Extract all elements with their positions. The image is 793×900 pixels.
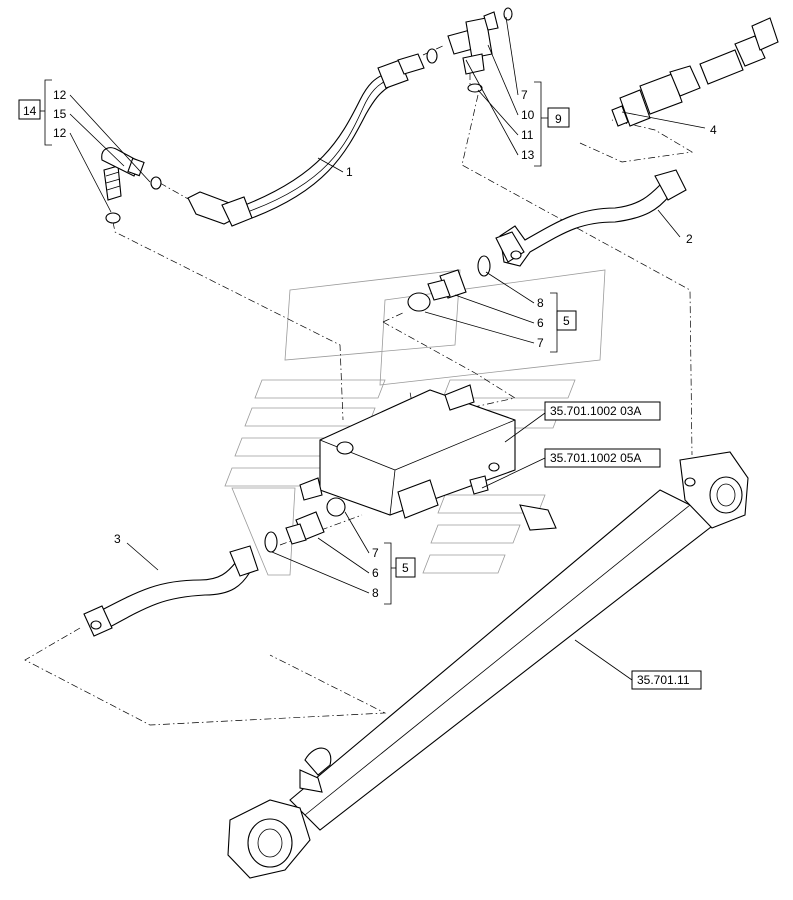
- adapter-group-upper: [407, 255, 491, 312]
- coupler-body: [699, 49, 744, 85]
- callout-11[interactable]: 11: [521, 128, 534, 142]
- callout-7-upper[interactable]: 7: [537, 336, 544, 350]
- callout-7-tee[interactable]: 7: [521, 88, 528, 102]
- callout-12-bottom[interactable]: 12: [53, 126, 67, 140]
- brackets: [40, 79, 560, 605]
- rigid-tube-3: [83, 545, 259, 637]
- hydraulic-cylinder: [227, 451, 749, 879]
- o-ring-upper-7: [407, 292, 431, 312]
- callout-3[interactable]: 3: [114, 532, 121, 546]
- callout-6-lower[interactable]: 6: [372, 566, 379, 580]
- tee-fitting-assembly: [447, 7, 513, 93]
- ref-35-701-11[interactable]: 35.701.11: [637, 673, 690, 687]
- hose-1: [187, 48, 438, 227]
- callout-5-upper[interactable]: 5: [563, 314, 570, 328]
- callout-6-upper[interactable]: 6: [537, 316, 544, 330]
- o-ring-upper-8: [477, 255, 491, 277]
- ref-35-701-1002-03a[interactable]: 35.701.1002 03A: [550, 404, 641, 418]
- quick-coupler-4: [611, 17, 779, 127]
- callout-1[interactable]: 1: [346, 165, 353, 179]
- adapter-group-lower: [264, 497, 346, 553]
- callout-7-lower[interactable]: 7: [372, 546, 379, 560]
- callout-4[interactable]: 4: [710, 123, 717, 137]
- tube3-nut-right: [229, 545, 259, 577]
- callout-box-5-upper[interactable]: [556, 310, 577, 331]
- callout-5-lower[interactable]: 5: [402, 561, 409, 575]
- callout-12-top[interactable]: 12: [53, 88, 67, 102]
- o-ring-lower-7: [326, 497, 346, 517]
- leader-lines: [69, 16, 706, 681]
- rigid-tube-2: [495, 169, 687, 267]
- callout-2[interactable]: 2: [686, 232, 693, 246]
- o-ring-tee-top: [503, 7, 513, 21]
- callout-labels: 12 15 12 14 1 7 10 11 13 9 4 2 8 6 7 5 3…: [23, 88, 717, 687]
- control-valve-block: [299, 384, 557, 531]
- ref-box-0503a[interactable]: [544, 401, 661, 421]
- callout-box-9[interactable]: [547, 107, 570, 128]
- assembly-lines: [24, 44, 694, 726]
- callout-box-5-lower[interactable]: [395, 557, 416, 578]
- o-ring-side: [150, 176, 162, 190]
- tube-nut-right: [654, 169, 687, 201]
- callout-15[interactable]: 15: [53, 107, 67, 121]
- ref-35-701-1002-05a[interactable]: 35.701.1002 05A: [550, 451, 641, 465]
- callout-9[interactable]: 9: [555, 112, 562, 126]
- o-ring-lower-left: [105, 212, 121, 224]
- ref-box-cylinder[interactable]: [631, 670, 702, 690]
- callout-14[interactable]: 14: [23, 104, 37, 118]
- callout-box-14[interactable]: [18, 99, 41, 120]
- hose-end-fitting-right: [397, 53, 425, 75]
- callout-10[interactable]: 10: [521, 108, 535, 122]
- elbow-body: [103, 165, 122, 201]
- o-ring-lower-8: [264, 531, 278, 553]
- callout-13[interactable]: 13: [521, 148, 535, 162]
- ref-box-0505a[interactable]: [544, 448, 661, 468]
- callout-boxes: [18, 99, 702, 690]
- o-ring-hose: [426, 48, 438, 64]
- callout-8-lower[interactable]: 8: [372, 586, 379, 600]
- callout-8-upper[interactable]: 8: [537, 296, 544, 310]
